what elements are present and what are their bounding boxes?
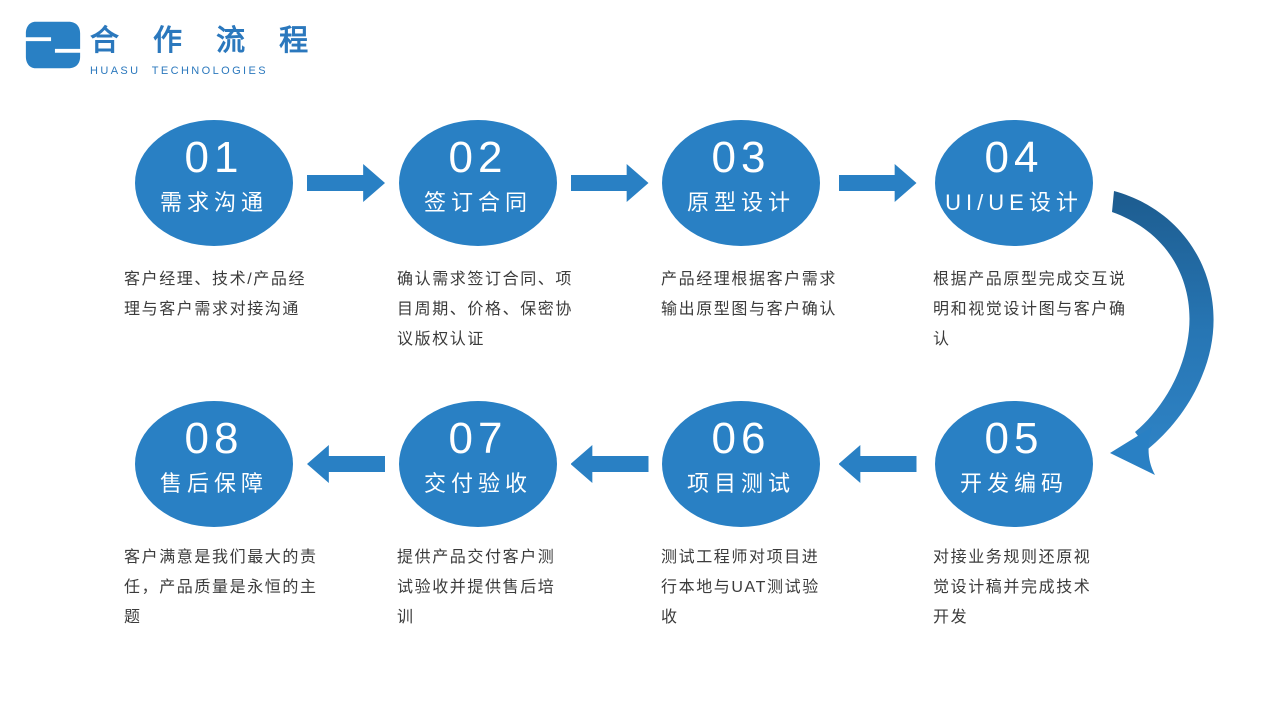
step-description-line: 输出原型图与客户确认 [661,301,838,318]
step-label: 需求沟通 [159,189,268,215]
step-number: 03 [711,133,771,182]
flow-arrow-left-icon [307,445,385,483]
step-description-line: 开发 [933,609,969,626]
step-label: 开发编码 [959,470,1068,496]
step-description-08: 客户满意是我们最大的责任，产品质量是永恒的主题 [124,543,318,633]
step-description-line: 试验收并提供售后培 [397,579,556,596]
step-description-05: 对接业务规则还原视觉设计稿并完成技术开发 [933,543,1091,633]
step-label: 原型设计 [686,189,795,215]
step-number: 05 [984,414,1044,463]
brand-subtitle: HUASU TECHNOLOGIES [90,64,268,77]
flow-arrow-right-icon [307,164,385,202]
curved-arrow-body [1112,191,1214,449]
step-circle-07: 07 交付验收 [399,401,557,527]
flow-arrow-right-icon [570,164,649,202]
step-description-line: 议版权认证 [397,331,486,348]
curved-arrow-head [1110,427,1155,475]
step-number: 01 [184,133,244,182]
step-circle-01: 01 需求沟通 [135,120,293,246]
step-circle-05: 05 开发编码 [935,401,1093,527]
step-description-line: 明和视觉设计图与客户确 [933,301,1127,318]
step-circle-03: 03 原型设计 [662,120,820,246]
step-number: 02 [448,133,508,182]
step-description-line: 对接业务规则还原视 [933,549,1092,566]
step-description-line: 收 [661,609,679,626]
step-number: 07 [448,414,508,463]
step-description-line: 目周期、价格、保密协 [397,301,574,318]
step-circle-06: 06 项目测试 [662,401,820,527]
step-description-line: 题 [124,609,142,626]
step-label: 签订合同 [423,189,532,215]
step-description-03: 产品经理根据客户需求输出原型图与客户确认 [661,265,837,325]
page-title: 合 作 流 程 [90,25,322,57]
step-label: UI/UE设计 [945,189,1083,215]
step-description-line: 任，产品质量是永恒的主 [124,579,318,596]
step-circle-08: 08 售后保障 [135,401,293,527]
flow-arrow-left-icon [838,445,917,483]
step-number: 04 [984,133,1044,182]
step-label: 售后保障 [159,470,268,496]
step-circle-02: 02 签订合同 [399,120,557,246]
step-number: 06 [711,414,771,463]
brand-header: 合 作 流 程 HUASU TECHNOLOGIES [22,14,321,77]
step-description-line: 客户经理、技术/产品经 [124,271,307,288]
step-description-line: 确认需求签订合同、项 [397,271,574,288]
flow-arrow-right-icon [838,164,917,202]
flow-arrow-left-icon [570,445,649,483]
brand-text: 合 作 流 程 HUASU TECHNOLOGIES [90,14,321,77]
step-description-line: 客户满意是我们最大的责 [124,549,318,566]
step-description-line: 行本地与UAT测试验 [661,579,820,596]
step-description-06: 测试工程师对项目进行本地与UAT测试验收 [661,543,820,633]
step-description-01: 客户经理、技术/产品经理与客户需求对接沟通 [124,265,306,325]
step-description-line: 理与客户需求对接沟通 [124,301,301,318]
step-description-line: 测试工程师对项目进 [661,549,820,566]
step-description-02: 确认需求签订合同、项目周期、价格、保密协议版权认证 [397,265,573,355]
step-description-04: 根据产品原型完成交互说明和视觉设计图与客户确认 [933,265,1127,355]
step-label: 交付验收 [423,470,532,496]
step-description-line: 提供产品交付客户测 [397,549,556,566]
step-description-line: 认 [933,331,951,348]
step-description-line: 产品经理根据客户需求 [661,271,838,288]
step-description-07: 提供产品交付客户测试验收并提供售后培训 [397,543,555,633]
step-description-line: 训 [397,609,415,626]
step-description-line: 根据产品原型完成交互说 [933,271,1127,288]
step-label: 项目测试 [686,470,795,496]
step-description-line: 觉设计稿并完成技术 [933,579,1092,596]
huasu-logo-icon [25,21,81,69]
step-number: 08 [184,414,244,463]
